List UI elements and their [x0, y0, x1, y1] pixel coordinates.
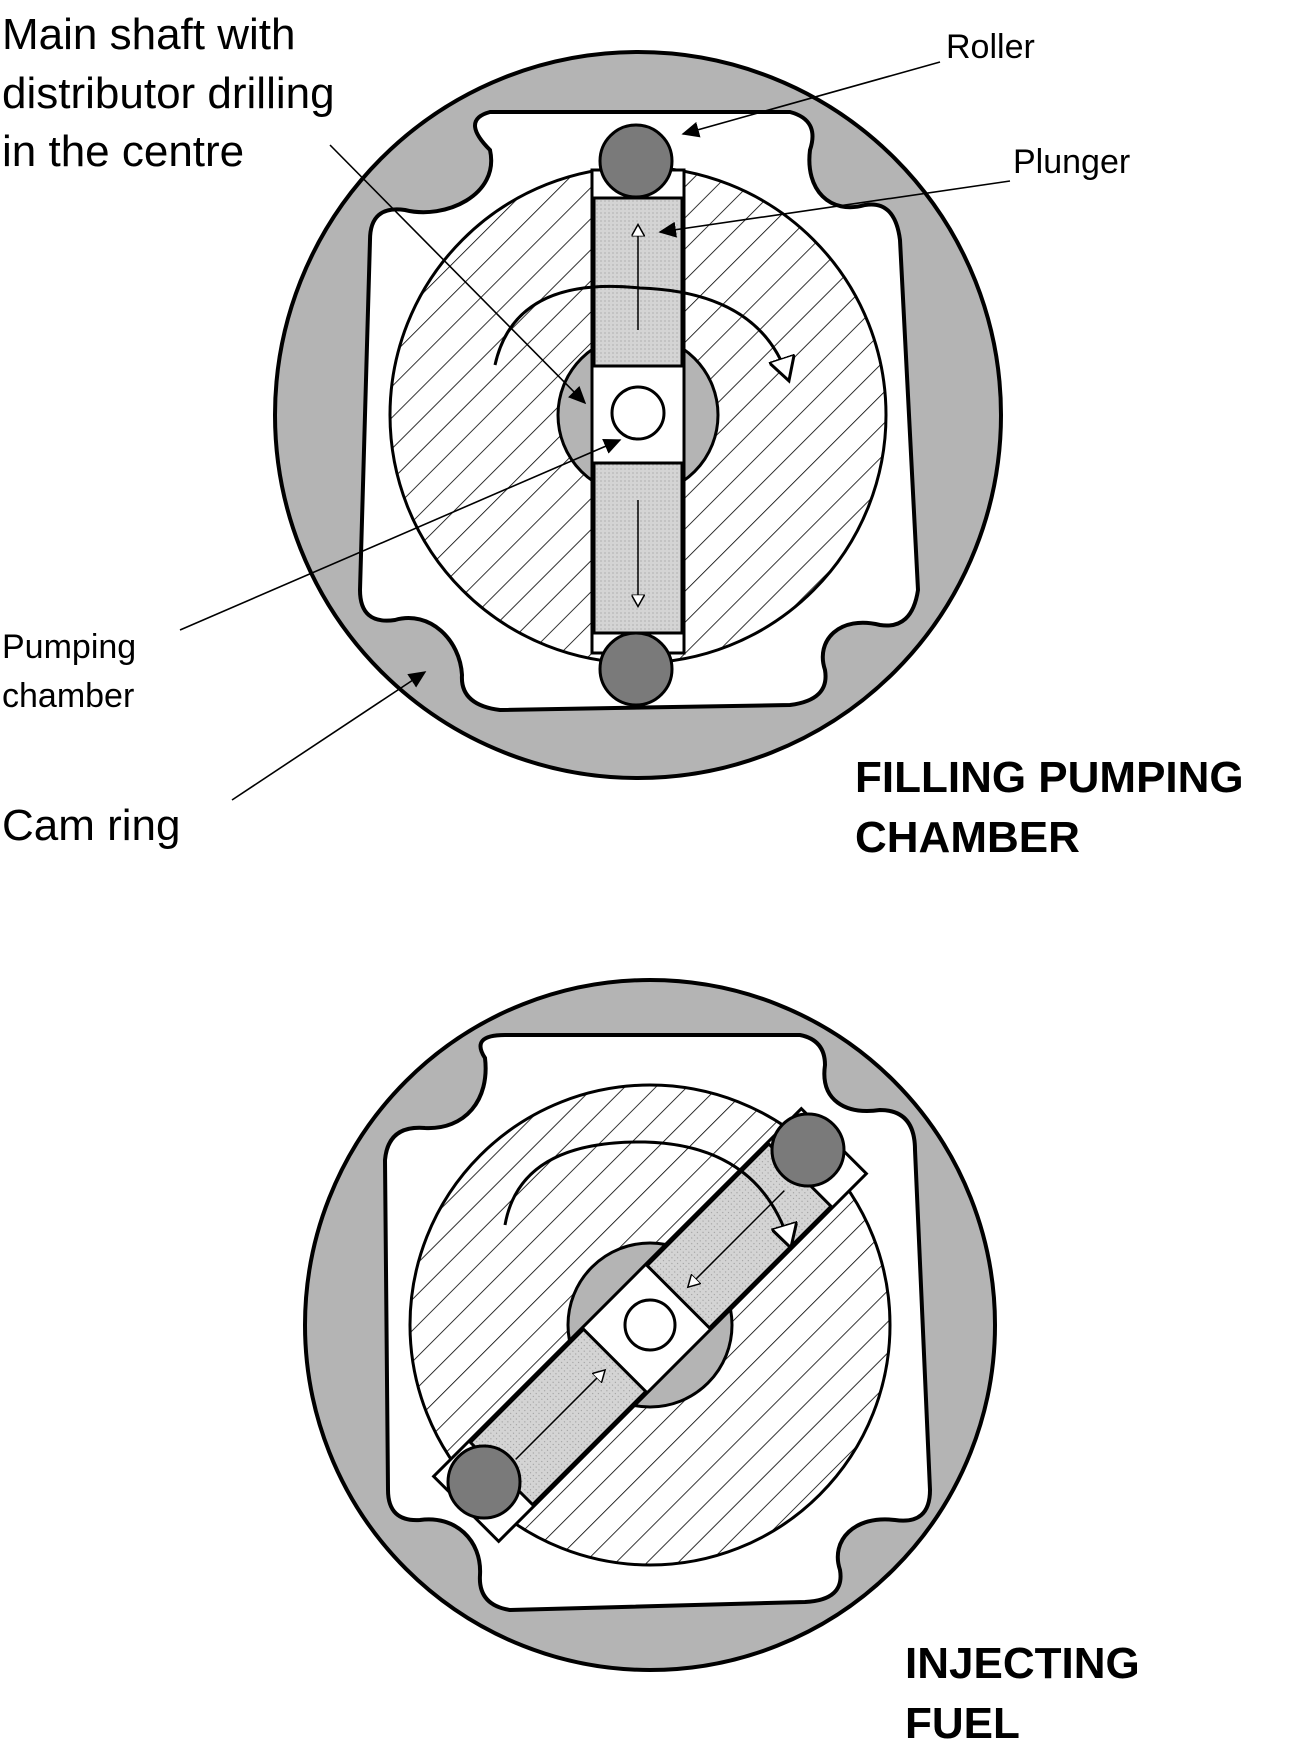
plunger-motion-arrow-in-left [515, 1371, 604, 1460]
plunger-motion-arrow-in-right [689, 1190, 785, 1286]
caption-top-line2: CHAMBER [855, 813, 1080, 862]
label-cam-ring: Cam ring [2, 801, 181, 850]
label-main-shaft-line2: distributor drilling [2, 69, 335, 118]
label-pumping-chamber-line2: chamber [2, 677, 134, 715]
leader-lines [179, 61, 1011, 801]
leader-main-shaft [329, 144, 587, 405]
distributor-drilling [623, 1298, 677, 1352]
label-roller: Roller [946, 28, 1035, 66]
pump-assembly-injecting [303, 978, 997, 1672]
roller-upper-right [770, 1112, 846, 1188]
caption-bottom-line1: INJECTING [905, 1639, 1140, 1688]
caption-bottom-line2: FUEL [905, 1699, 1020, 1748]
pump-assembly-filling [273, 50, 1003, 780]
rotation-arrow [503, 1140, 790, 1245]
leader-roller [681, 61, 941, 138]
label-plunger: Plunger [1013, 143, 1130, 181]
label-pumping-chamber-line1: Pumping [2, 628, 136, 666]
roller-lower-left [446, 1444, 522, 1520]
distributor-drilling [610, 385, 666, 441]
leader-pumping-chamber [179, 438, 622, 631]
roller-top [598, 123, 674, 199]
leader-cam-ring [231, 671, 427, 801]
rotation-arrow [493, 284, 788, 378]
roller-bottom [598, 631, 674, 707]
label-main-shaft-line3: in the centre [2, 127, 244, 176]
leader-plunger [658, 180, 1011, 238]
caption-top-line1: FILLING PUMPING [855, 753, 1244, 802]
label-main-shaft-line1: Main shaft with [2, 10, 295, 59]
